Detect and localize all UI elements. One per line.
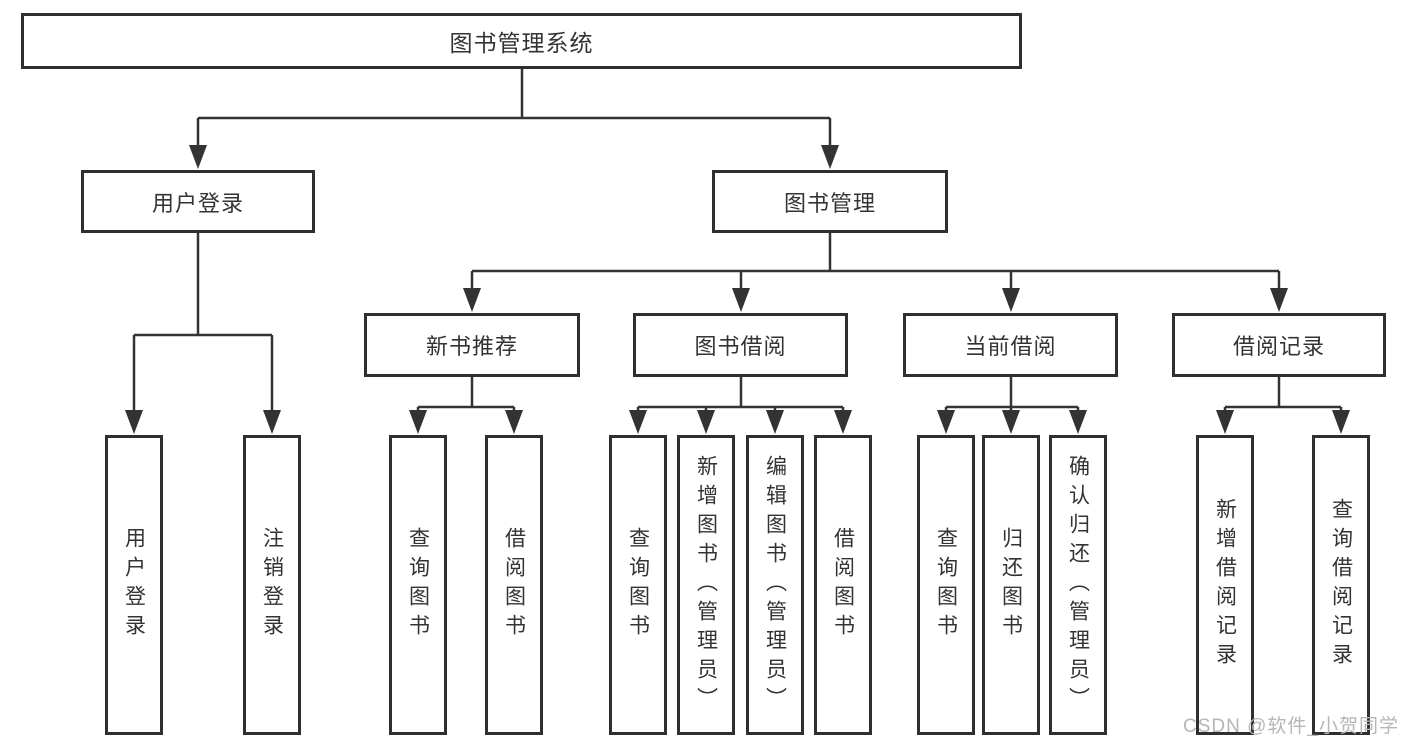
node-label: 新书推荐 xyxy=(425,334,518,359)
node-user-login: 用户登录 xyxy=(81,170,315,233)
node-label: 查询图书 xyxy=(626,527,650,643)
node-label: 用户登录 xyxy=(151,190,244,216)
node-label: 用户登录 xyxy=(122,527,146,643)
node-label: 图书管理系统 xyxy=(449,30,594,56)
leaf-add-borrow-record: 新增借阅记录 xyxy=(1196,435,1254,735)
node-label: 借阅记录 xyxy=(1232,334,1325,359)
leaf-query-books-borrow: 查询图书 xyxy=(609,435,667,735)
node-label: 图书管理 xyxy=(783,190,876,216)
node-label: 编辑图书（管理员） xyxy=(763,454,787,716)
node-label: 当前借阅 xyxy=(964,334,1057,359)
leaf-query-books-current: 查询图书 xyxy=(917,435,975,735)
node-label: 新增借阅记录 xyxy=(1213,498,1237,672)
node-root-library-system: 图书管理系统 xyxy=(21,13,1022,69)
leaf-user-login: 用户登录 xyxy=(105,435,163,735)
leaf-edit-books-admin: 编辑图书（管理员） xyxy=(746,435,804,735)
node-label: 确认归还（管理员） xyxy=(1066,454,1090,716)
node-book-management: 图书管理 xyxy=(712,170,948,233)
leaf-return-books: 归还图书 xyxy=(982,435,1040,735)
node-label: 查询图书 xyxy=(406,527,430,643)
node-label: 归还图书 xyxy=(999,527,1023,643)
node-label: 借阅图书 xyxy=(831,527,855,643)
leaf-borrow-books-recommend: 借阅图书 xyxy=(485,435,543,735)
leaf-query-books-recommend: 查询图书 xyxy=(389,435,447,735)
leaf-confirm-return-admin: 确认归还（管理员） xyxy=(1049,435,1107,735)
node-label: 注销登录 xyxy=(260,527,284,643)
node-label: 查询借阅记录 xyxy=(1329,498,1353,672)
node-label: 查询图书 xyxy=(934,527,958,643)
leaf-add-books-admin: 新增图书（管理员） xyxy=(677,435,735,735)
leaf-borrow-books: 借阅图书 xyxy=(814,435,872,735)
node-label: 图书借阅 xyxy=(694,334,787,359)
leaf-logout: 注销登录 xyxy=(243,435,301,735)
node-book-borrow: 图书借阅 xyxy=(633,313,848,377)
leaf-query-borrow-record: 查询借阅记录 xyxy=(1312,435,1370,735)
node-borrow-records: 借阅记录 xyxy=(1172,313,1386,377)
node-current-borrow: 当前借阅 xyxy=(903,313,1118,377)
node-new-book-recommend: 新书推荐 xyxy=(364,313,580,377)
node-label: 借阅图书 xyxy=(502,527,526,643)
node-label: 新增图书（管理员） xyxy=(694,454,718,716)
csdn-watermark: CSDN @软件_小贺同学 xyxy=(1183,716,1399,737)
